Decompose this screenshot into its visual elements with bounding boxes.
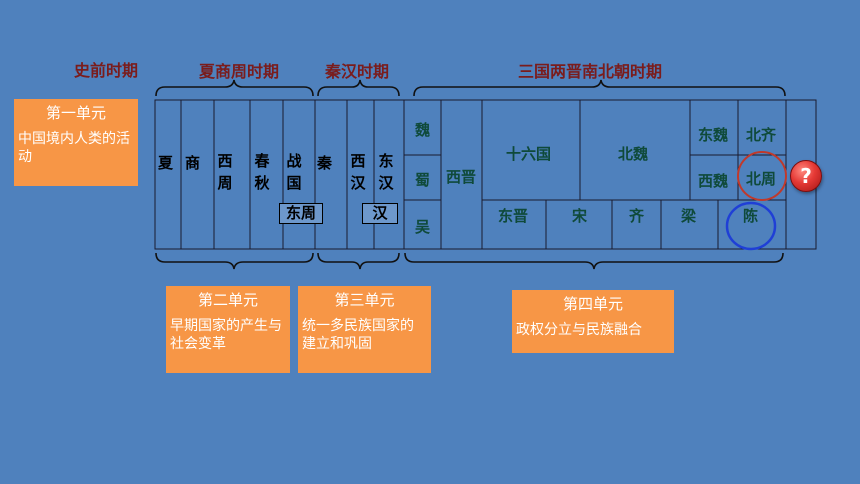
unit-1-title: 第一单元 — [45, 104, 106, 122]
red-highlight-circle — [737, 151, 787, 201]
unit-4-title: 第四单元 — [562, 295, 623, 313]
dynasty-spring-autumn: 春秋 — [254, 152, 270, 192]
unit-2-box: 第二单元 早期国家的产生与社会变革 — [166, 286, 290, 373]
dynasty-warring-states: 战国 — [286, 152, 302, 192]
dynasty-qin: 秦 — [317, 154, 333, 172]
dynasty-east-han: 东汉 — [378, 152, 394, 192]
unit-1-box: 第一单元 中国境内人类的活动 — [14, 99, 138, 186]
period-xia-shang-zhou: 夏商周时期 — [199, 62, 280, 81]
dynasty-west-han: 西汉 — [350, 152, 366, 192]
dynasty-shang: 商 — [185, 154, 201, 172]
dynasty-west-wei: 西魏 — [698, 172, 729, 190]
dynasty-east-zhou-box: 东周 — [279, 203, 323, 224]
dynasty-shu: 蜀 — [415, 171, 431, 189]
period-three-kingdoms: 三国两晋南北朝时期 — [518, 62, 663, 81]
dynasty-qi: 齐 — [629, 207, 645, 225]
dynasty-east-jin: 东晋 — [498, 207, 529, 225]
unit-4-desc: 政权分立与民族融合 — [516, 322, 642, 338]
question-icon: ? — [800, 164, 812, 188]
dynasty-song: 宋 — [572, 207, 588, 225]
dynasty-liang: 梁 — [681, 207, 697, 225]
dynasty-north-qi: 北齐 — [746, 126, 777, 144]
period-prehistory: 史前时期 — [74, 61, 139, 80]
unit-1-desc: 中国境内人类的活动 — [18, 131, 130, 165]
dynasty-east-wei: 东魏 — [698, 126, 729, 144]
unit-3-title: 第三单元 — [334, 291, 395, 309]
unit-2-desc: 早期国家的产生与社会变革 — [170, 318, 282, 352]
unit-4-box: 第四单元 政权分立与民族融合 — [512, 290, 674, 353]
dynasty-xia: 夏 — [158, 154, 174, 172]
dynasty-north-zhou: 北周 — [746, 170, 777, 188]
dynasty-han-box: 汉 — [362, 203, 398, 224]
dynasty-north-wei: 北魏 — [618, 145, 649, 163]
unit-2-title: 第二单元 — [197, 291, 258, 309]
dynasty-sixteen-kingdoms: 十六国 — [506, 145, 552, 163]
braces — [155, 79, 786, 270]
blue-highlight-circle — [725, 201, 777, 251]
dynasty-wei: 魏 — [415, 121, 431, 139]
dynasty-wu: 吴 — [415, 218, 431, 236]
dynasty-west-zhou: 西周 — [217, 152, 233, 192]
dynasty-chen: 陈 — [743, 207, 759, 225]
dynasty-west-jin: 西晋 — [446, 168, 477, 186]
question-mark-button[interactable]: ? — [790, 160, 822, 192]
unit-3-box: 第三单元 统一多民族国家的建立和巩固 — [298, 286, 431, 373]
unit-3-desc: 统一多民族国家的建立和巩固 — [302, 318, 414, 352]
period-qin-han: 秦汉时期 — [325, 62, 390, 81]
